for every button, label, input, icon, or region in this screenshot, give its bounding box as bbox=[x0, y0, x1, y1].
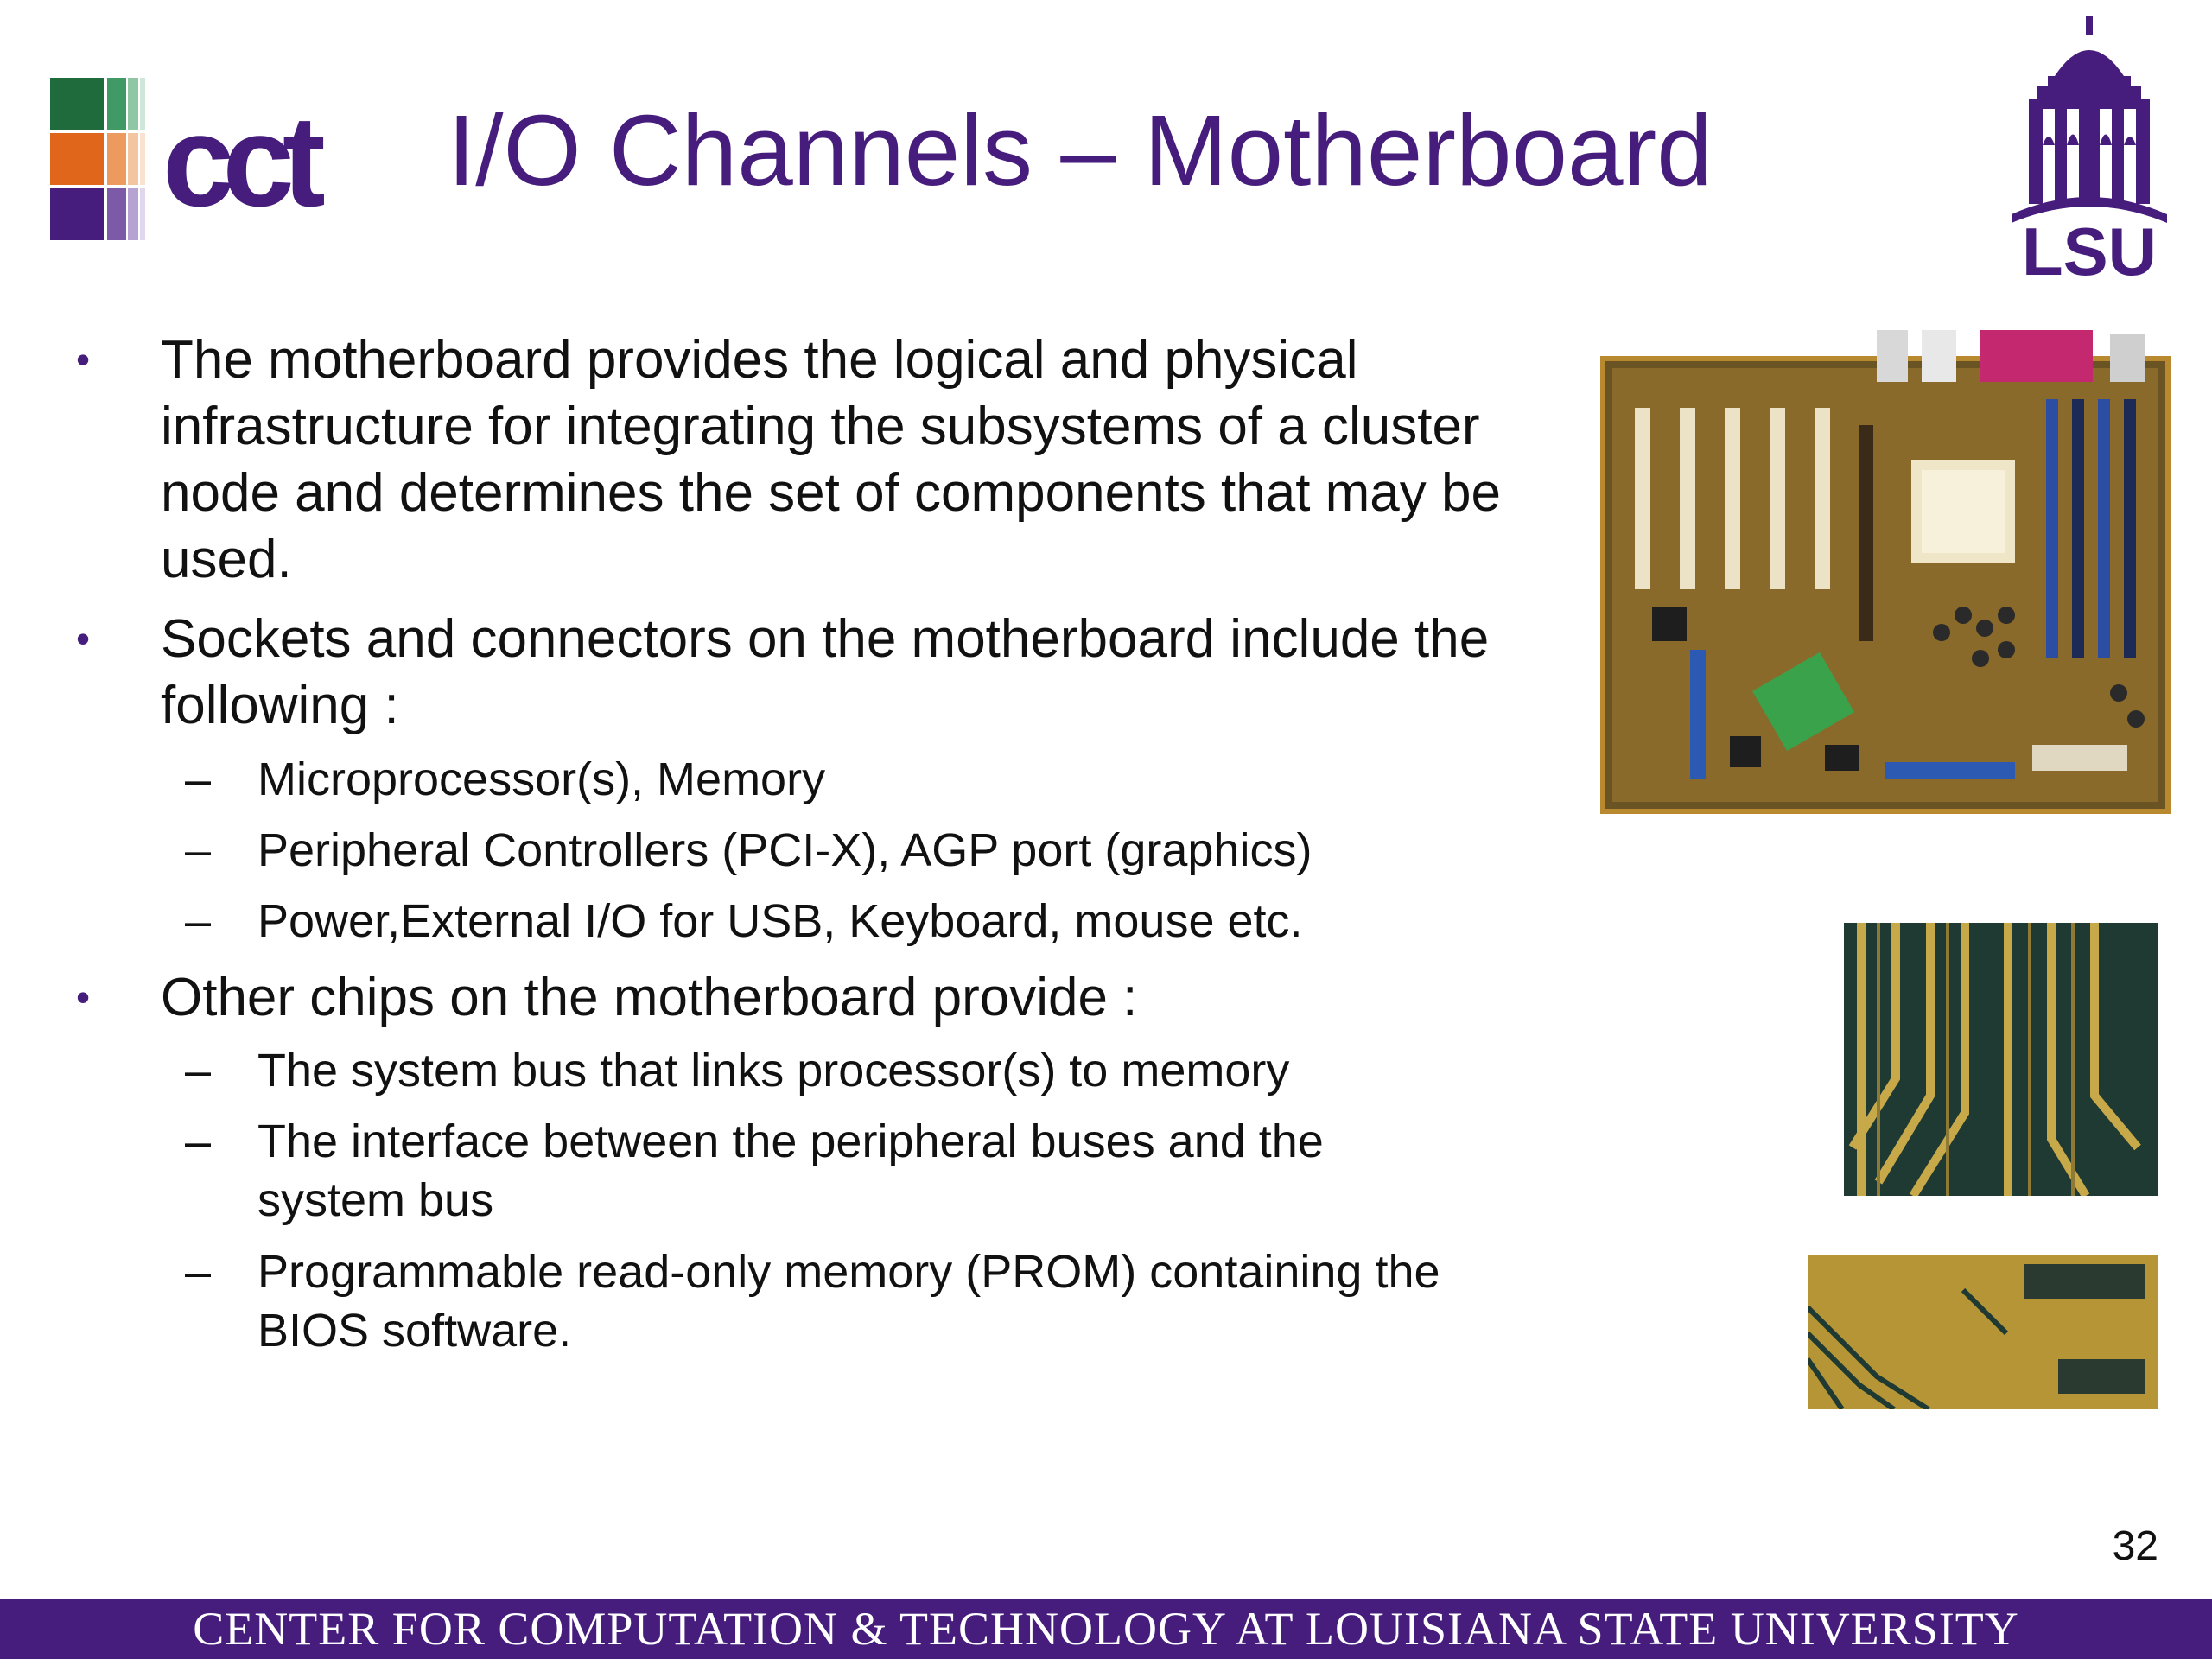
bullet-line: infrastructure for integrating the subsy… bbox=[161, 397, 1480, 456]
sub-bullet-line: BIOS software. bbox=[257, 1305, 572, 1357]
sub-bullet-marker: – bbox=[185, 1116, 212, 1167]
sub-bullet-line: The system bus that links processor(s) t… bbox=[257, 1045, 1290, 1096]
bullet-line: following : bbox=[161, 676, 399, 735]
bullet-marker: • bbox=[76, 616, 91, 661]
bullet-line: Other chips on the motherboard provide : bbox=[161, 968, 1138, 1027]
bullet-item: Sockets and connectors on the motherboar… bbox=[161, 606, 1560, 739]
sub-bullet-item: Programmable read-only memory (PROM) con… bbox=[257, 1243, 1536, 1360]
bullet-marker: • bbox=[76, 975, 91, 1020]
lsu-logo: LSU bbox=[2012, 16, 2167, 279]
sub-bullet-line: Power,External I/O for USB, Keyboard, mo… bbox=[257, 895, 1303, 947]
bullet-line: The motherboard provides the logical and… bbox=[161, 330, 1358, 390]
sub-bullet-marker: – bbox=[185, 824, 212, 876]
sub-bullet-line: Microprocessor(s), Memory bbox=[257, 753, 826, 805]
circuit-closeup-photo bbox=[1808, 1255, 2158, 1409]
bullet-item: Other chips on the motherboard provide : bbox=[161, 964, 1560, 1031]
sub-bullet-marker: – bbox=[185, 1246, 212, 1298]
circuit-closeup-photo bbox=[1844, 923, 2158, 1196]
sub-bullet-line: The interface between the peripheral bus… bbox=[257, 1116, 1324, 1167]
footer-banner: CENTER FOR COMPUTATION & TECHNOLOGY AT L… bbox=[0, 1599, 2212, 1659]
motherboard-photo bbox=[1600, 330, 2171, 814]
sub-bullet-marker: – bbox=[185, 1045, 212, 1096]
bullet-line: used. bbox=[161, 530, 292, 589]
sub-bullet-line: system bus bbox=[257, 1174, 494, 1226]
bullet-item: The motherboard provides the logical and… bbox=[161, 327, 1560, 593]
sub-bullet-item: Microprocessor(s), Memory bbox=[257, 750, 1536, 809]
sub-bullet-line: Peripheral Controllers (PCI-X), AGP port… bbox=[257, 824, 1313, 876]
sub-bullet-marker: – bbox=[185, 753, 212, 805]
bullet-line: Sockets and connectors on the motherboar… bbox=[161, 609, 1490, 669]
sub-bullet-line: Programmable read-only memory (PROM) con… bbox=[257, 1246, 1440, 1298]
sub-bullet-item: The system bus that links processor(s) t… bbox=[257, 1041, 1536, 1100]
bullet-marker: • bbox=[76, 337, 91, 382]
lsu-logo-text: LSU bbox=[2022, 213, 2157, 279]
footer-banner-text: CENTER FOR COMPUTATION & TECHNOLOGY AT L… bbox=[193, 1603, 2019, 1655]
bullet-line: node and determines the set of component… bbox=[161, 463, 1501, 523]
cct-logo-text: cct bbox=[162, 88, 325, 233]
sub-bullet-item: Peripheral Controllers (PCI-X), AGP port… bbox=[257, 821, 1536, 880]
cct-logo: cct bbox=[50, 78, 337, 240]
sub-bullet-marker: – bbox=[185, 895, 212, 947]
sub-bullet-item: The interface between the peripheral bus… bbox=[257, 1112, 1536, 1230]
sub-bullet-item: Power,External I/O for USB, Keyboard, mo… bbox=[257, 892, 1536, 950]
page-number: 32 bbox=[2112, 1523, 2158, 1569]
slide-title: I/O Channels – Motherboard bbox=[448, 94, 1713, 207]
